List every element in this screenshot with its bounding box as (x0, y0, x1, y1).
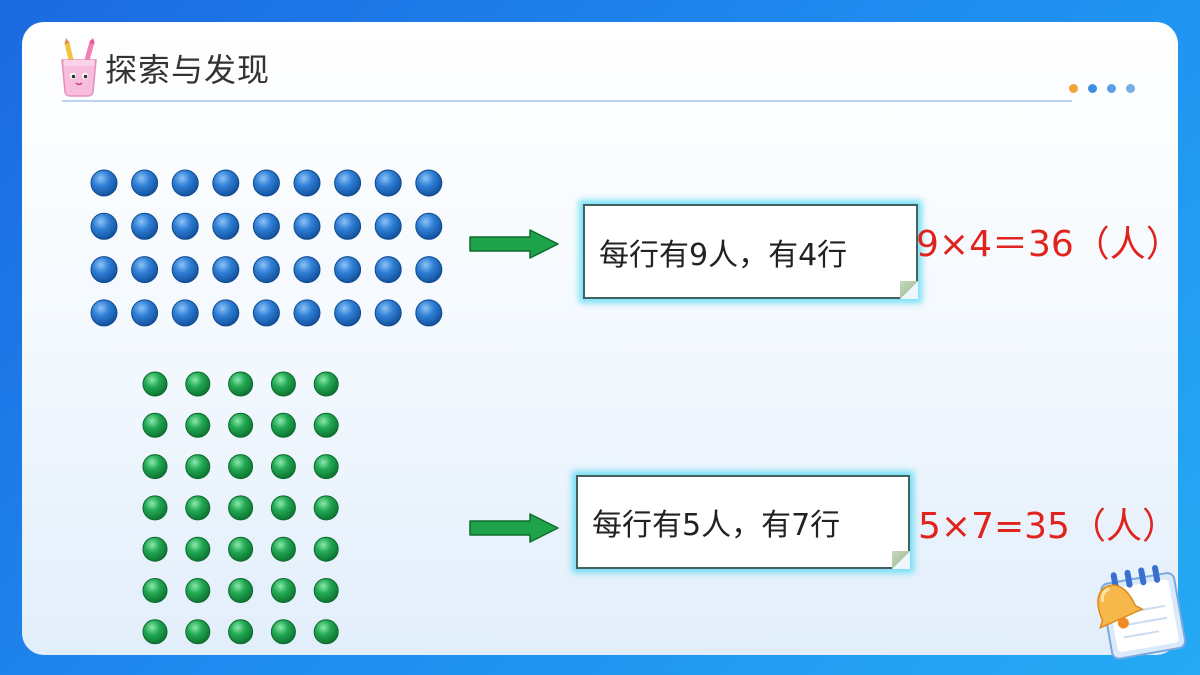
blue-dot (415, 299, 443, 327)
green-dot (228, 495, 254, 521)
green-dot (313, 454, 339, 480)
note-text: 每行有5人，有7行 (592, 508, 841, 543)
blue-dot (171, 212, 199, 240)
green-dot (270, 371, 296, 397)
blue-dot (212, 169, 240, 197)
green-dot (313, 578, 339, 603)
blue-dot (293, 212, 321, 240)
green-dot (185, 495, 211, 521)
blue-dot (252, 256, 280, 284)
blue-dot (334, 299, 362, 327)
blue-dot-array (90, 169, 443, 327)
green-dot (142, 536, 168, 562)
green-dot (185, 536, 211, 562)
blue-dot (131, 212, 159, 240)
blue-dot (293, 299, 321, 327)
green-dot (185, 371, 211, 397)
blue-dot (171, 299, 199, 327)
green-dot (313, 412, 339, 438)
blue-dot (252, 299, 280, 327)
blue-dot (293, 169, 321, 197)
equation-green-array: 5×7=35（人） (918, 506, 1178, 547)
blue-dot (334, 256, 362, 284)
blue-dot (171, 169, 199, 197)
green-dot (142, 454, 168, 480)
blue-dot (374, 212, 402, 240)
green-dot (185, 412, 211, 438)
green-dot (228, 536, 254, 562)
blue-dot (374, 299, 402, 327)
green-dot (313, 495, 339, 521)
blue-dot (212, 256, 240, 284)
green-dot (313, 536, 339, 562)
green-dot (142, 412, 168, 438)
equation-blue-array: 9×4＝36（人） (916, 224, 1182, 265)
blue-dot (131, 169, 159, 197)
blue-dot (374, 169, 402, 197)
green-dot (270, 454, 296, 480)
green-dot (142, 578, 168, 603)
blue-dot (212, 212, 240, 240)
blue-dot (293, 256, 321, 284)
blue-dot (415, 212, 443, 240)
blue-dot (415, 169, 443, 197)
green-dot (270, 412, 296, 438)
blue-dot (212, 299, 240, 327)
green-dot (313, 371, 339, 397)
green-dot (228, 454, 254, 480)
right-arrow-icon (469, 229, 559, 259)
note-box-blue-array: 每行有9人，有4行 (583, 204, 918, 299)
green-dot (270, 578, 296, 603)
bell-notepad-icon (1097, 565, 1187, 660)
green-dot (228, 412, 254, 438)
header-dot (1126, 84, 1135, 93)
green-dot (270, 495, 296, 521)
blue-dot (90, 299, 118, 327)
right-arrow-icon (469, 513, 559, 543)
note-box-green-array: 每行有5人，有7行 (576, 475, 910, 569)
blue-dot (252, 169, 280, 197)
green-dot (185, 454, 211, 480)
green-dot (228, 371, 254, 397)
header-dot (1107, 84, 1116, 93)
blue-dot (252, 212, 280, 240)
slide-title: 探索与发现 (105, 51, 271, 89)
blue-dot (90, 256, 118, 284)
pencil-cup-icon (61, 38, 97, 97)
green-dot (228, 619, 254, 645)
blue-dot (90, 169, 118, 197)
folded-corner (900, 281, 918, 299)
green-dot (270, 536, 296, 562)
folded-corner (892, 551, 910, 569)
green-dot (185, 578, 211, 603)
green-dot (142, 371, 168, 397)
header-dot (1088, 84, 1097, 93)
blue-dot (374, 256, 402, 284)
blue-dot (171, 256, 199, 284)
header-divider (62, 100, 1072, 102)
green-dot (313, 619, 339, 645)
blue-dot (334, 169, 362, 197)
blue-dot (415, 256, 443, 284)
green-dot (185, 619, 211, 645)
green-dot (228, 578, 254, 603)
green-dot (142, 619, 168, 645)
header-dot (1069, 84, 1078, 93)
green-dot (142, 495, 168, 521)
blue-dot (131, 256, 159, 284)
note-text: 每行有9人，有4行 (599, 237, 848, 273)
blue-dot (334, 212, 362, 240)
blue-dot (90, 212, 118, 240)
blue-dot (131, 299, 159, 327)
green-dot (270, 619, 296, 645)
green-dot-array (142, 371, 339, 645)
